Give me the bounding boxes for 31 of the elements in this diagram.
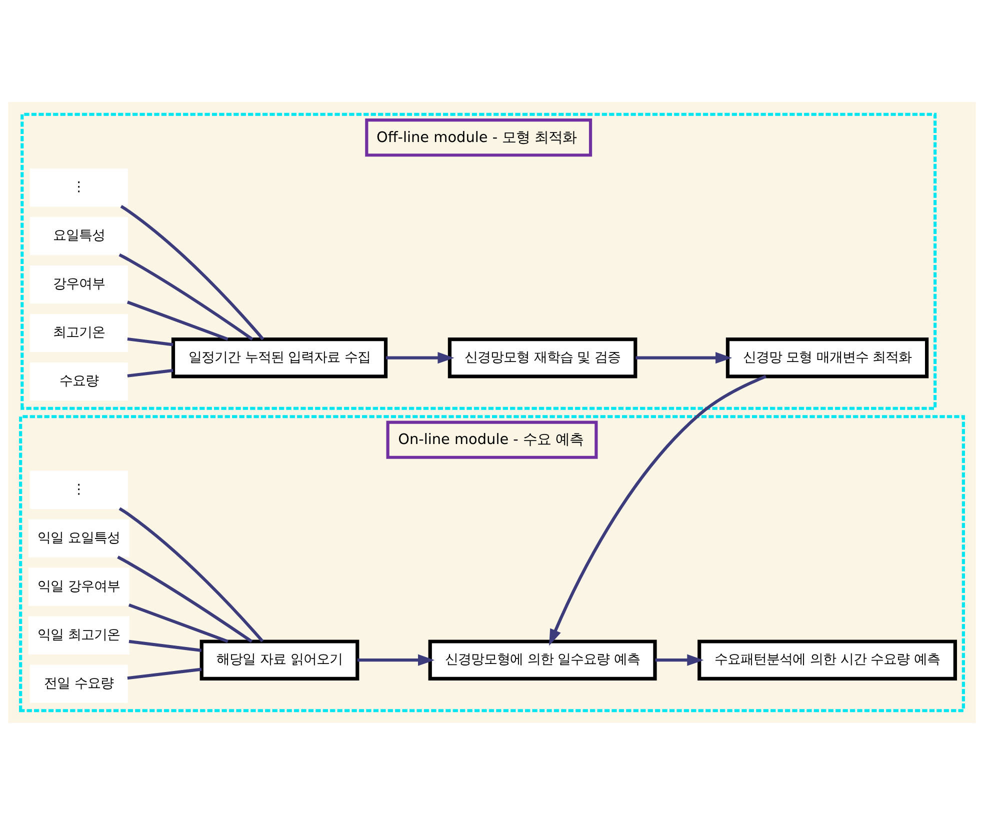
node-box: 요일특성 — [30, 216, 128, 255]
connector — [127, 667, 202, 680]
node-box: ⋮ — [30, 470, 128, 508]
node-box: 수요량 — [30, 362, 128, 400]
connector — [128, 639, 202, 652]
node-box: 익일 요일특성 — [28, 518, 130, 557]
node-box: 일정기간 누적된 입력자료 수집 — [171, 336, 388, 378]
connector — [118, 252, 254, 340]
node-box: 신경망모형 재학습 및 검증 — [448, 336, 638, 378]
connector — [120, 204, 264, 340]
arrow — [655, 654, 704, 666]
node-box: ⋮ — [30, 168, 128, 206]
node-box: 수요패턴분석에 의한 시간 수요량 예측 — [698, 639, 957, 680]
node-box: 신경망모형에 의한 일수요량 예측 — [428, 639, 657, 680]
arrow — [549, 374, 766, 646]
arrow — [357, 654, 435, 666]
node-box: 최고기온 — [30, 313, 128, 352]
connector — [126, 300, 228, 340]
node-box: 전일 수요량 — [30, 664, 128, 702]
arrow — [636, 352, 732, 364]
connector — [127, 368, 174, 377]
node-box: 익일 강우여부 — [28, 567, 130, 606]
connector — [127, 336, 174, 346]
node-box: 해당일 자료 읽어오기 — [200, 639, 360, 680]
node-box: 익일 최고기온 — [28, 616, 130, 654]
node-box: 신경망 모형 매개변수 최적화 — [726, 336, 929, 378]
node-box: 강우여부 — [30, 265, 128, 304]
connector — [118, 506, 264, 642]
arrow — [386, 352, 454, 364]
connector — [128, 602, 228, 642]
connector — [117, 555, 253, 642]
